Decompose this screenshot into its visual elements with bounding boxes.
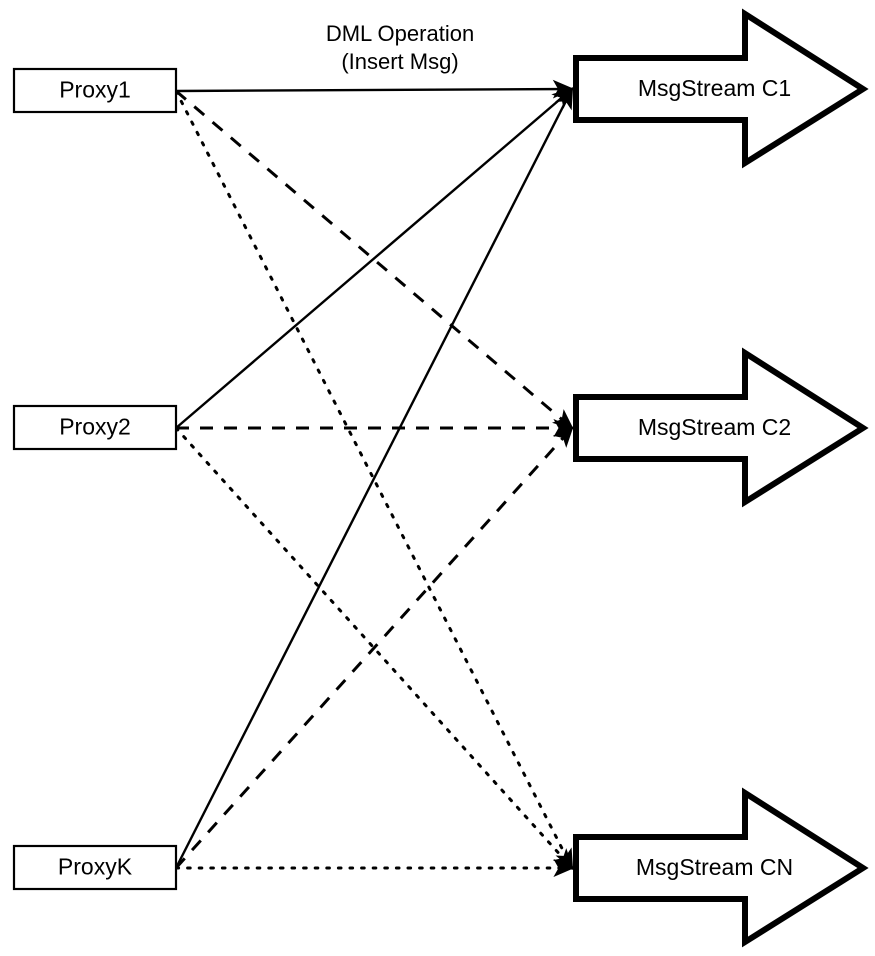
- edge-proxyk-stream-c1[interactable]: [174, 86, 574, 869]
- edge-label-line1: DML Operation: [326, 21, 474, 46]
- stream-cn-label: MsgStream CN: [636, 854, 793, 880]
- stream-cn-block-arrow-icon[interactable]: [573, 787, 869, 948]
- stream-c1-label: MsgStream C1: [638, 75, 791, 101]
- node-stream-c2[interactable]: MsgStream C2: [573, 347, 869, 508]
- edge-label-dml-operation: DML Operation (Insert Msg): [326, 21, 474, 74]
- edge-proxy1-stream-c2[interactable]: [175, 89, 574, 430]
- node-proxy1[interactable]: Proxy1: [12, 67, 178, 114]
- edge-label-line2: (Insert Msg): [341, 49, 458, 74]
- proxy-group: Proxy1 Proxy2 ProxyK: [12, 67, 178, 891]
- stream-c1-block-arrow-icon[interactable]: [573, 8, 869, 169]
- node-stream-cn[interactable]: MsgStream CN: [573, 787, 869, 948]
- stream-group: MsgStream C1 MsgStream C2 MsgStream CN: [573, 8, 869, 948]
- proxyk-label: ProxyK: [58, 854, 133, 880]
- node-stream-c1[interactable]: MsgStream C1: [573, 8, 869, 169]
- proxy2-box[interactable]: [12, 404, 178, 451]
- edge-proxyk-stream-c2[interactable]: [174, 426, 574, 870]
- stream-c2-block-arrow-icon[interactable]: [573, 347, 869, 508]
- stream-c2-label: MsgStream C2: [638, 414, 791, 440]
- proxyk-box[interactable]: [12, 844, 178, 891]
- proxy1-box[interactable]: [12, 67, 178, 114]
- node-proxy2[interactable]: Proxy2: [12, 404, 178, 451]
- node-proxyk[interactable]: ProxyK: [12, 844, 178, 891]
- edge-proxy1-stream-c1[interactable]: [175, 79, 575, 99]
- edge-proxy2-stream-c1[interactable]: [175, 87, 574, 429]
- proxy2-label: Proxy2: [59, 414, 131, 440]
- proxy1-label: Proxy1: [59, 77, 131, 103]
- edge-group: [174, 79, 575, 877]
